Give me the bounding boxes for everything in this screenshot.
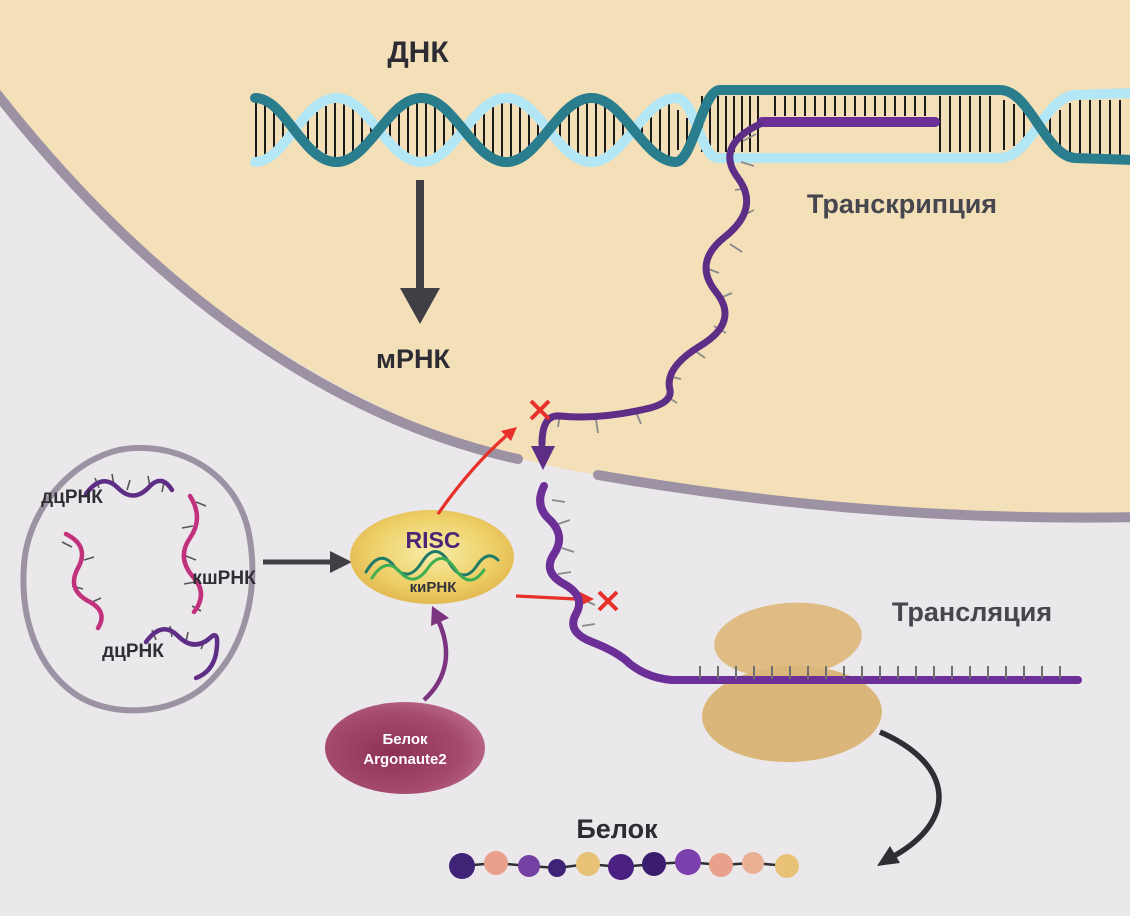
sirna-strand-teal — [364, 550, 500, 577]
sirna-strand-green — [370, 557, 486, 582]
risc-complex: RISC киРНК — [350, 510, 514, 604]
small-rna-pool: дцРНК кшРНК дцРНК — [20, 444, 256, 714]
transcription-label: Транскрипция — [807, 189, 997, 219]
dsrna-strand-top — [83, 478, 175, 498]
dna-base-pairs — [255, 96, 1121, 157]
dsrna-top-label: дцРНК — [41, 487, 103, 508]
ribosome-small-subunit — [714, 602, 862, 678]
cleavage-x-upper — [529, 399, 551, 421]
dna-strand-dark — [250, 85, 1130, 167]
ribosome-to-protein-arrow — [877, 729, 942, 866]
protein-bead — [675, 849, 701, 875]
sirna-label: киРНК — [410, 579, 458, 596]
protein-bead — [608, 854, 634, 880]
protein-chain: Белок — [449, 814, 799, 880]
protein-bead — [576, 852, 600, 876]
risc-label: RISC — [406, 527, 461, 553]
shrna-label: кшРНК — [192, 568, 256, 589]
mrna-transcript — [531, 120, 764, 655]
dna-helix — [250, 85, 1130, 167]
dna-rna-pairing-ticks — [774, 96, 926, 116]
argonaute2-label-line2: Argonaute2 — [363, 751, 446, 768]
shrna-strand-right — [181, 493, 204, 615]
inhibition-arrow-upper — [436, 399, 551, 515]
dsrna-bottom-label: дцРНК — [102, 641, 164, 662]
cleavage-x-lower — [597, 590, 619, 612]
ribosome-large-subunit — [702, 665, 882, 763]
argonaute-arrowhead — [431, 606, 449, 626]
nuclear-membrane-right — [593, 470, 1130, 523]
cytoplasmic-mrna — [536, 482, 1082, 684]
protein-label: Белок — [576, 814, 658, 844]
protein-bead — [775, 854, 799, 878]
protein-bead — [742, 852, 764, 874]
dna-label: ДНК — [387, 36, 449, 69]
mrna-tail-nucleus — [538, 120, 764, 448]
nuclear-membrane-left — [0, 89, 523, 464]
protein-bead — [518, 855, 540, 877]
protein-bead — [709, 853, 733, 877]
mrna-codon-ticks — [699, 666, 1061, 679]
mrna-ticks-lower — [551, 499, 612, 655]
rna-pool-outline — [20, 444, 256, 714]
argonaute-to-risc-arrow — [422, 619, 449, 702]
dsrna-strand-bottom — [143, 627, 220, 681]
mrna-strand-cytoplasm — [536, 482, 1082, 684]
shrna-strand-left — [63, 531, 104, 631]
argonaute2-label-line1: Белок — [382, 731, 428, 748]
protein-bead — [484, 851, 508, 875]
pool-to-risc-arrow — [263, 551, 352, 573]
argonaute2-protein: Белок Argonaute2 — [325, 606, 485, 794]
mrna-label: мРНК — [376, 344, 450, 374]
protein-bead — [548, 859, 566, 877]
protein-bead — [449, 853, 475, 879]
ribosome — [702, 602, 882, 763]
protein-bead — [642, 852, 666, 876]
translation-label: Трансляция — [892, 597, 1052, 627]
transcription-arrow — [400, 180, 440, 324]
argonaute2-body — [325, 702, 485, 794]
mrna-export-arrowhead — [531, 446, 555, 470]
